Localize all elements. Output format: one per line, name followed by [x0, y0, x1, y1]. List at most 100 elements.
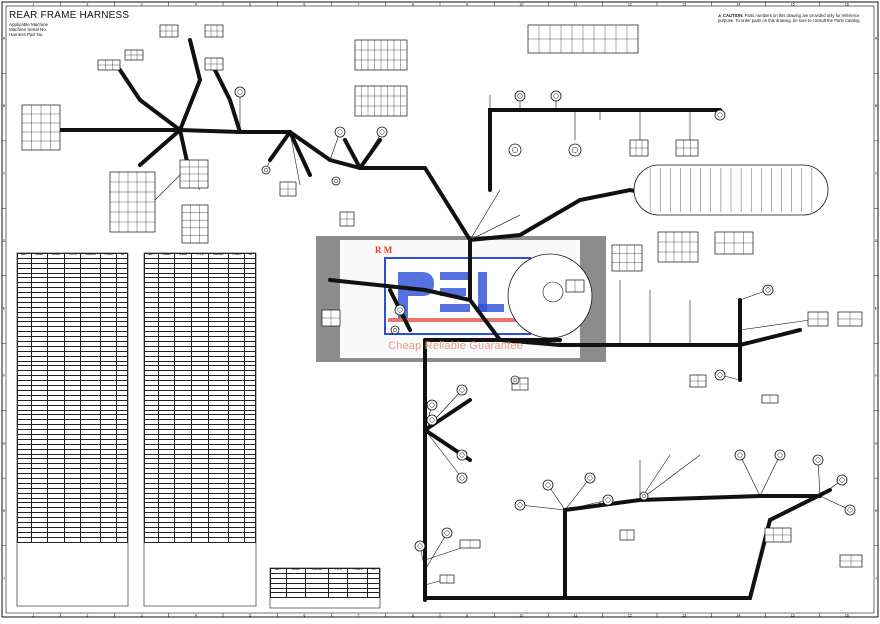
col-label: 10 — [519, 613, 523, 617]
dimension-marker — [558, 108, 562, 112]
row-label: C — [3, 172, 6, 176]
col-label: 12 — [628, 613, 632, 617]
col-label: 5 — [249, 3, 251, 7]
round-connector — [426, 399, 438, 411]
col-label: 13 — [682, 3, 686, 7]
round-connector — [568, 143, 582, 157]
connector-left-large — [109, 171, 156, 233]
drawing-title: REAR FRAME HARNESS — [9, 10, 130, 21]
col-label: 7 — [358, 3, 360, 7]
table-cell — [47, 536, 65, 543]
row-label: B — [875, 104, 878, 108]
thin-wire — [639, 454, 701, 501]
row-label: D — [3, 239, 6, 243]
col-label: 11 — [574, 3, 578, 7]
row-label: B — [3, 104, 6, 108]
col-label: 1 — [32, 3, 34, 7]
table-cell — [207, 536, 229, 543]
row-label: H — [875, 509, 878, 513]
col-label: 11 — [574, 613, 578, 617]
table-cell — [244, 536, 256, 543]
connector-far-right — [807, 311, 829, 327]
round-connector — [456, 449, 468, 461]
table-cell — [347, 592, 368, 599]
col-label: 3 — [141, 3, 143, 7]
connector-center — [339, 211, 355, 227]
col-label: 2 — [86, 613, 88, 617]
connector-center-left — [279, 181, 297, 197]
meta-line-part: Harness Part No. — [9, 32, 44, 38]
trunk-bottom-mid — [563, 494, 822, 600]
dimension-marker — [698, 496, 702, 500]
round-connector — [510, 375, 520, 385]
thin-wire — [469, 189, 501, 241]
dimension-marker — [393, 166, 397, 170]
dimension-marker — [648, 108, 652, 112]
table-row — [17, 292, 128, 299]
trunk-mid-branch — [213, 68, 242, 134]
sensor-detail-connector — [565, 279, 585, 293]
connector-top-left — [97, 59, 121, 71]
col-label: 4 — [195, 3, 197, 7]
meta-line-machine: Applicable Machine — [9, 22, 49, 27]
round-connector — [394, 304, 406, 316]
table-cell — [116, 536, 128, 543]
trunk-vbranch2 — [358, 138, 382, 170]
meta-line-serial: Machine Serial No. — [9, 27, 48, 33]
connector-ecu-top — [527, 24, 639, 54]
round-connector — [456, 472, 468, 484]
table-row — [144, 487, 256, 494]
row-label: C — [875, 172, 878, 176]
connector-bottom-left — [459, 539, 481, 549]
col-label: 8 — [412, 613, 414, 617]
col-label: 6 — [303, 613, 305, 617]
col-label: 14 — [736, 613, 740, 617]
table-cell — [17, 536, 32, 543]
round-connector — [508, 143, 522, 157]
round-connector — [774, 449, 786, 461]
table-row — [144, 301, 256, 308]
connector-top3 — [204, 57, 224, 71]
table-row — [17, 536, 128, 543]
dimension-marker — [468, 268, 472, 272]
trunk-left-branch1 — [118, 68, 182, 132]
warning-icon: ⚠ — [718, 13, 722, 18]
thin-wire — [739, 319, 811, 331]
round-connector — [390, 325, 400, 335]
connector-multi-top — [354, 39, 408, 71]
col-label: 15 — [791, 3, 795, 7]
connector-top2 — [204, 24, 224, 38]
table-row — [144, 531, 256, 538]
col-label: 13 — [682, 613, 686, 617]
row-label: H — [3, 509, 6, 513]
round-connector — [812, 454, 824, 466]
table-row — [144, 272, 256, 279]
thin-wire — [739, 454, 761, 497]
round-connector — [334, 126, 346, 138]
thin-wire — [289, 131, 301, 186]
row-label: E — [3, 307, 6, 311]
row-label: D — [875, 239, 878, 243]
round-connector — [639, 491, 649, 501]
col-label: 14 — [736, 3, 740, 7]
table-cell — [80, 536, 101, 543]
dimension-marker — [488, 148, 492, 152]
trunk-mid-branch3 — [288, 130, 312, 177]
dimension-marker — [598, 502, 602, 506]
watermark-slogan: Cheap Reliable Guarantee — [388, 340, 524, 352]
round-connector — [514, 499, 526, 511]
dimension-marker — [128, 128, 132, 132]
col-label: 9 — [466, 3, 468, 7]
connector-far-right2 — [837, 311, 863, 327]
row-label: J — [875, 576, 877, 580]
connector-top-left2 — [124, 49, 144, 61]
round-connector — [844, 504, 856, 516]
round-connector — [376, 126, 388, 138]
connector-left-wm — [321, 309, 341, 327]
round-connector — [550, 90, 562, 102]
col-label: 10 — [519, 3, 523, 7]
